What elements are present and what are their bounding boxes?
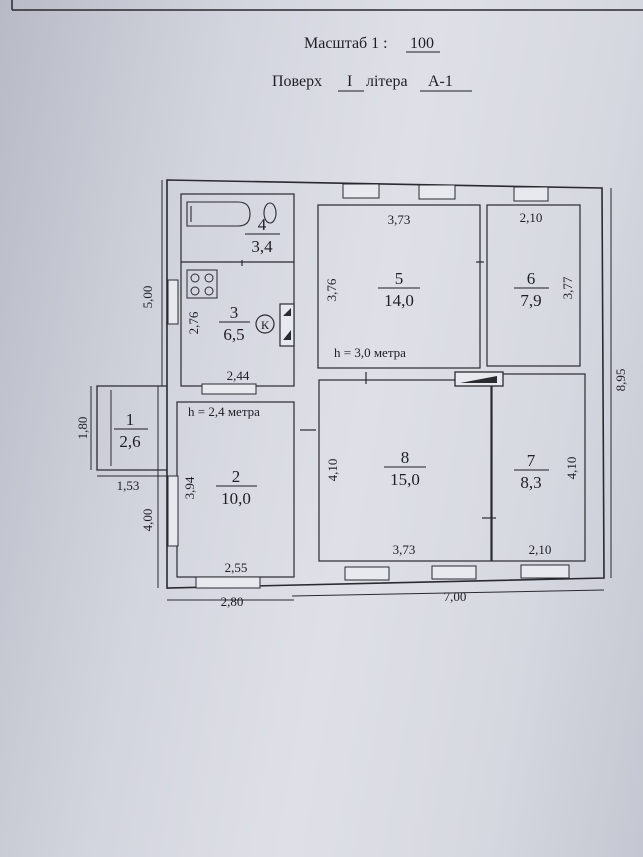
sheet-frame	[11, 0, 643, 11]
room-6-wall	[486, 204, 581, 367]
stove-icon	[186, 269, 218, 299]
boiler-label: К	[261, 318, 270, 332]
window	[513, 186, 549, 202]
room-area: 14,0	[384, 291, 414, 310]
height-note-right: h = 3,0 метра	[334, 345, 406, 360]
left-block-inner-wall	[180, 193, 295, 387]
dim-label: 1,53	[117, 478, 140, 493]
dim-label: 4,00	[140, 509, 155, 532]
boiler-icon: К	[255, 314, 275, 334]
window	[195, 576, 261, 589]
letter-value: А-1	[428, 73, 453, 90]
window	[431, 565, 477, 580]
window	[201, 383, 257, 395]
door-marks	[241, 260, 496, 519]
dimension-lines	[90, 180, 612, 601]
outer-wall	[166, 179, 605, 589]
scale-label: Масштаб 1 :	[304, 35, 388, 52]
dim-label: 3,73	[388, 212, 411, 227]
dim-label: 3,94	[182, 476, 197, 499]
dim-label: 5,00	[140, 286, 155, 309]
window	[342, 183, 380, 199]
letter-label: літера	[366, 73, 408, 90]
dim-label: 4,10	[564, 457, 579, 480]
windows	[167, 183, 570, 589]
room-8-wall	[318, 379, 492, 562]
dim-label: 4,10	[325, 459, 340, 482]
room-number: 3	[230, 303, 239, 322]
room-6-label: 6 7,9	[514, 269, 549, 310]
dim-label: 7,00	[444, 589, 467, 604]
room-number: 4	[258, 215, 267, 234]
dim-label: 1,80	[75, 417, 90, 440]
room-number: 1	[126, 410, 135, 429]
floor-value: I	[347, 73, 352, 90]
dim-label: 8,95	[613, 369, 628, 392]
room-number: 8	[401, 448, 410, 467]
height-note-left: h = 2,4 метра	[188, 404, 260, 419]
room-area: 3,4	[251, 237, 273, 256]
walls	[96, 179, 605, 589]
bathtub-icon	[186, 201, 277, 227]
dimension-labels: 3,73 2,10 3,76 3,77 5,00 2,76 2,44 1,80 …	[75, 210, 628, 609]
room-4-label: 4 3,4	[245, 215, 280, 256]
window	[344, 566, 390, 581]
scale-value: 100	[410, 35, 434, 52]
room-5-wall	[317, 204, 481, 369]
room-8-label: 8 15,0	[384, 448, 426, 489]
dim-label: 2,10	[529, 542, 552, 557]
window	[520, 564, 570, 579]
dim-label: 3,73	[393, 542, 416, 557]
room-labels: 4 3,4 3 6,5 1 2,6 2 10,0 5 14,0 6 7,9	[114, 215, 549, 508]
room-number: 6	[527, 269, 536, 288]
dim-label: 2,55	[225, 560, 248, 575]
room-2-label: 2 10,0	[216, 467, 257, 508]
dim-label: 3,76	[324, 278, 339, 301]
room-area: 10,0	[221, 489, 251, 508]
window	[418, 184, 456, 200]
dim-label: 2,80	[221, 594, 244, 609]
room-area: 8,3	[520, 473, 541, 492]
dim-label: 3,77	[560, 276, 575, 299]
floor-label: Поверх	[272, 73, 322, 90]
room-area: 15,0	[390, 470, 420, 489]
room-area: 6,5	[223, 325, 244, 344]
vestibule-wall	[96, 385, 167, 471]
room-number: 5	[395, 269, 404, 288]
window	[167, 279, 179, 325]
room-number: 2	[232, 467, 241, 486]
oven-icon	[279, 303, 295, 347]
room-area: 2,6	[119, 432, 140, 451]
room-area: 7,9	[520, 291, 541, 310]
dim-label: 2,44	[227, 368, 250, 383]
room-3-label: 3 6,5	[219, 303, 250, 344]
room-number: 7	[527, 451, 536, 470]
room-1-label: 1 2,6	[114, 410, 148, 451]
room-7-wall	[491, 373, 586, 562]
room-7-label: 7 8,3	[514, 451, 549, 492]
window	[167, 475, 179, 547]
plan-header: Масштаб 1 : 100 Поверх I літера А-1	[272, 35, 472, 92]
heater-icon	[454, 371, 504, 387]
dim-label: 2,76	[186, 311, 201, 334]
room-5-label: 5 14,0	[378, 269, 420, 310]
dim-label: 2,10	[520, 210, 543, 225]
